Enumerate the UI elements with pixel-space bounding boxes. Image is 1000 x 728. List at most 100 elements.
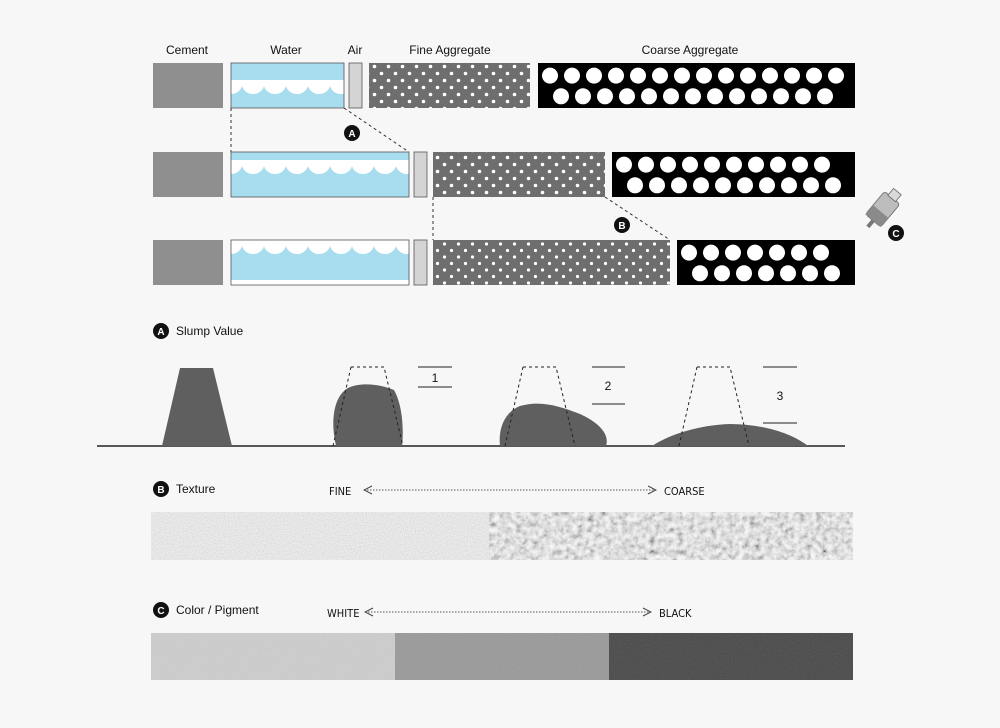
coarse-aggregate-particle: [608, 67, 624, 84]
coarse-aggregate-particle: [740, 67, 756, 84]
texture-title: Texture: [176, 482, 216, 496]
coarse-aggregate-particle: [674, 67, 690, 84]
coarse-aggregate-particle: [564, 67, 580, 84]
coarse-aggregate-particle: [542, 67, 558, 84]
header-air: Air: [348, 43, 363, 57]
texture-scale-left: FINE: [329, 485, 351, 498]
coarse-aggregate-particle: [729, 88, 745, 105]
badge-c-marker: C: [888, 225, 904, 241]
air-block: [413, 239, 428, 286]
mix-row-1: [153, 62, 855, 109]
fine-aggregate-block: [433, 152, 605, 197]
connector-line: [343, 107, 410, 153]
fine-aggregate-block: [433, 240, 670, 285]
coarse-aggregate-particle: [616, 156, 632, 173]
pigment-bottle-icon: [865, 187, 902, 229]
cement-block: [153, 240, 223, 285]
coarse-aggregate-particle: [718, 67, 734, 84]
coarse-aggregate-particle: [627, 177, 643, 194]
svg-text:C: C: [892, 229, 899, 240]
mix-row-3: [153, 239, 855, 286]
coarse-aggregate-particle: [630, 67, 646, 84]
slump-title: Slump Value: [176, 324, 243, 338]
coarse-aggregate-particle: [652, 67, 668, 84]
coarse-aggregate-particle: [795, 88, 811, 105]
fine-texture-swatch: [151, 512, 489, 560]
coarse-aggregate-particle: [780, 265, 796, 282]
coarse-aggregate-particle: [660, 156, 676, 173]
connector-line: [604, 196, 671, 241]
slump-shape-1: 1: [332, 366, 452, 447]
coarse-aggregate-particle: [707, 88, 723, 105]
coarse-aggregate-particle: [824, 265, 840, 282]
coarse-aggregate-particle: [685, 88, 701, 105]
coarse-aggregate-particle: [813, 244, 829, 261]
badge-b-marker: B: [614, 217, 630, 233]
svg-text:A: A: [157, 327, 164, 338]
coarse-aggregate-particle: [692, 265, 708, 282]
coarse-aggregate-block: [538, 63, 855, 108]
header-water: Water: [270, 43, 302, 57]
header-cement: Cement: [166, 43, 209, 57]
coarse-aggregate-particle: [737, 177, 753, 194]
svg-text:C: C: [157, 606, 164, 617]
coarse-aggregate-particle: [693, 177, 709, 194]
svg-text:B: B: [618, 221, 625, 232]
coarse-aggregate-particle: [781, 177, 797, 194]
coarse-aggregate-particle: [725, 244, 741, 261]
coarse-aggregate-particle: [671, 177, 687, 194]
coarse-aggregate-particle: [663, 88, 679, 105]
coarse-aggregate-particle: [817, 88, 833, 105]
coarse-aggregate-particle: [762, 67, 778, 84]
header-coarse-aggregate: Coarse Aggregate: [642, 43, 739, 57]
coarse-aggregate-particle: [649, 177, 665, 194]
water-block: [230, 151, 410, 198]
section-slump: A Slump Value 1 2: [97, 323, 845, 447]
coarse-aggregate-particle: [553, 88, 569, 105]
coarse-aggregate-particle: [619, 88, 635, 105]
coarse-aggregate-particle: [773, 88, 789, 105]
coarse-aggregate-particle: [682, 156, 698, 173]
slump-shape-3: 3: [652, 366, 808, 447]
water-block: [230, 62, 345, 109]
coarse-aggregate-particle: [759, 177, 775, 194]
coarse-aggregate-particle: [806, 67, 822, 84]
cement-block: [153, 152, 223, 197]
coarse-aggregate-particle: [784, 67, 800, 84]
coarse-aggregate-particle: [769, 244, 785, 261]
air-block: [413, 151, 428, 198]
coarse-aggregate-block: [612, 152, 855, 197]
section-color: C Color / Pigment WHITE BLACK: [151, 602, 853, 680]
coarse-aggregate-particle: [696, 67, 712, 84]
coarse-aggregate-particle: [803, 177, 819, 194]
slump-level-3: 3: [777, 389, 784, 403]
coarse-aggregate-particle: [791, 244, 807, 261]
badge-a-marker: A: [344, 125, 360, 141]
coarse-aggregate-particle: [641, 88, 657, 105]
coarse-aggregate-particle: [770, 156, 786, 173]
slump-shape-2: 2: [499, 366, 625, 447]
coarse-aggregate-particle: [715, 177, 731, 194]
coarse-aggregate-particle: [802, 265, 818, 282]
coarse-aggregate-particle: [586, 67, 602, 84]
color-scale-left: WHITE: [327, 607, 359, 620]
coarse-aggregate-particle: [751, 88, 767, 105]
badge-a: [153, 323, 169, 339]
coarse-aggregate-particle: [575, 88, 591, 105]
section-texture: B Texture FINE COARSE: [151, 481, 853, 560]
coarse-aggregate-particle: [681, 244, 697, 261]
badge-c: [153, 602, 169, 618]
cement-block: [153, 63, 223, 108]
slump-level-2: 2: [605, 379, 612, 393]
coarse-aggregate-particle: [704, 156, 720, 173]
coarse-aggregate-block: [677, 240, 855, 285]
coarse-aggregate-particle: [825, 177, 841, 194]
coarse-aggregate-particle: [597, 88, 613, 105]
pigment-grain-overlay: [151, 633, 853, 680]
badge-b: [153, 481, 169, 497]
coarse-aggregate-particle: [638, 156, 654, 173]
coarse-texture-swatch: [489, 512, 853, 560]
coarse-aggregate-particle: [748, 156, 764, 173]
water-block: [230, 239, 410, 286]
